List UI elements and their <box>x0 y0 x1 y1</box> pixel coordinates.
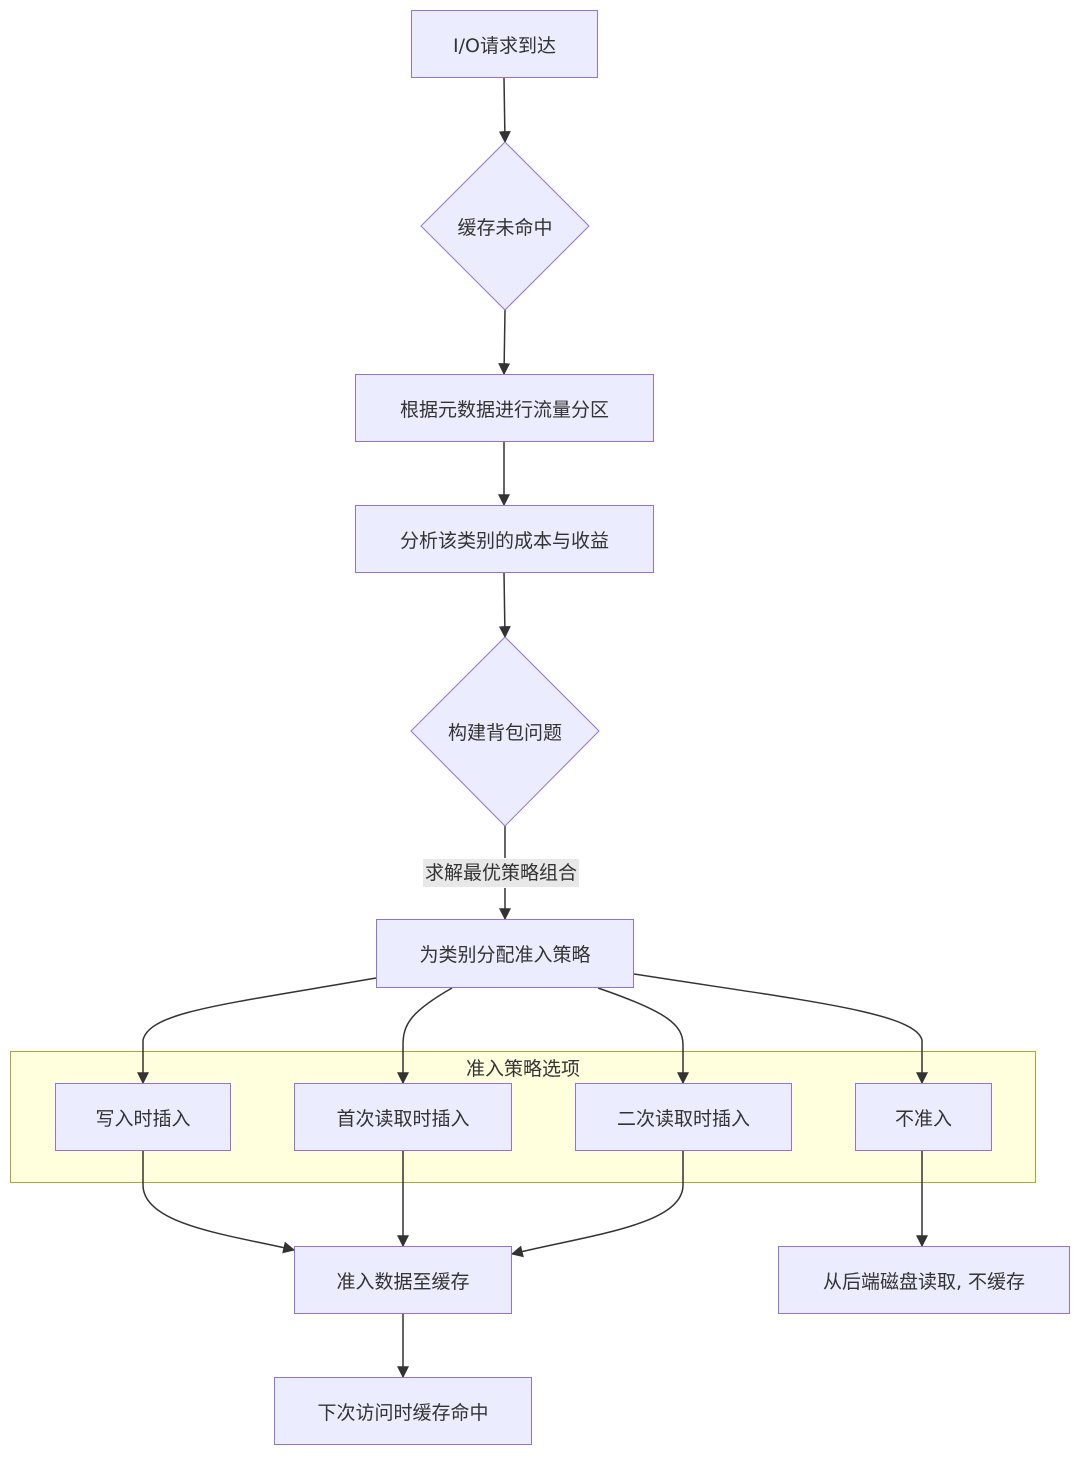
edge-assign-to-no-admit <box>633 973 928 1085</box>
node-assign: 为类别分配准入策略 <box>376 919 634 988</box>
edge-analyze-to-knapsack <box>498 572 511 639</box>
node-first-read-insert: 首次读取时插入 <box>294 1083 512 1151</box>
node-second-read-insert: 二次读取时插入 <box>575 1083 792 1151</box>
cache-miss-diamond <box>420 141 590 311</box>
node-cache-miss: 缓存未命中 <box>457 216 553 239</box>
edge-second-read-to-admit <box>510 1151 684 1258</box>
edge-label-solve: 求解最优策略组合 <box>423 859 580 887</box>
edge-miss-to-partition <box>498 309 511 376</box>
edge-assign-to-first-read <box>397 987 453 1085</box>
node-analyze: 分析该类别的成本与收益 <box>355 505 654 573</box>
node-admit-cache: 准入数据至缓存 <box>294 1246 512 1314</box>
edge-request-to-miss <box>498 77 511 144</box>
edge-assign-to-second-read <box>597 987 689 1085</box>
node-backend-read: 从后端磁盘读取, 不缓存 <box>778 1246 1070 1314</box>
node-write-insert: 写入时插入 <box>55 1083 231 1151</box>
node-no-admit: 不准入 <box>855 1083 992 1151</box>
edge-write-to-admit <box>142 1151 296 1254</box>
node-partition: 根据元数据进行流量分区 <box>355 374 654 442</box>
node-io-request: I/O请求到达 <box>411 10 598 78</box>
knapsack-diamond <box>410 636 600 827</box>
node-knapsack: 构建背包问题 <box>447 721 562 744</box>
node-next-hit: 下次访问时缓存命中 <box>274 1377 532 1445</box>
edge-assign-to-write <box>137 977 377 1085</box>
cluster-title: 准入策略选项 <box>465 1058 580 1080</box>
